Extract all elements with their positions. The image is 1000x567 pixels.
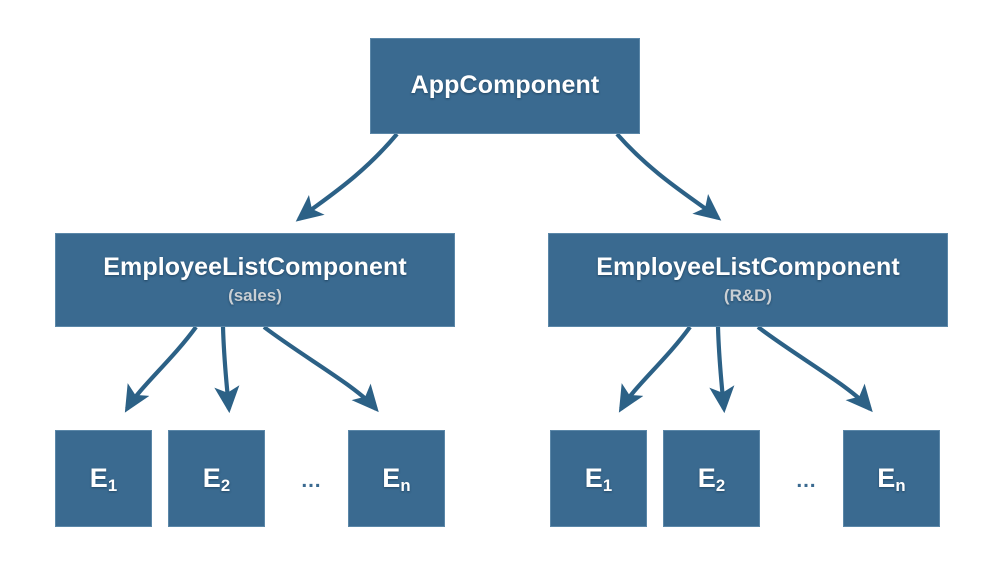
node-employee-list-component-sales-subtitle: (sales): [228, 285, 282, 305]
edge-list-left-to-leaf-n: [262, 325, 379, 413]
edge-root-to-list-left: [295, 132, 399, 222]
node-employee-leaf-rnd-n-label: En: [877, 462, 906, 495]
employee-letter: E: [697, 462, 716, 493]
employee-index: n: [895, 476, 906, 495]
node-employee-list-component-rnd-subtitle: (R&D): [723, 285, 773, 305]
node-app-component[interactable]: AppComponent: [370, 38, 640, 134]
node-employee-leaf-sales-n-label: En: [382, 462, 411, 495]
node-employee-list-component-rnd[interactable]: EmployeeListComponent (R&D): [548, 233, 948, 327]
node-employee-leaf-rnd-n[interactable]: En: [843, 430, 940, 527]
employee-letter: E: [877, 462, 896, 493]
node-employee-list-component-rnd-label: EmployeeListComponent: [596, 253, 900, 282]
employee-index: 1: [602, 476, 613, 495]
ellipsis-rnd: …: [795, 469, 819, 492]
node-employee-leaf-rnd-2[interactable]: E2: [663, 430, 760, 527]
edge-list-right-to-leaf-n: [756, 325, 873, 413]
employee-letter: E: [382, 462, 401, 493]
node-employee-leaf-sales-1[interactable]: E1: [55, 430, 152, 527]
edge-list-right-to-leaf-2: [709, 326, 735, 414]
node-employee-leaf-rnd-2-label: E2: [697, 462, 726, 495]
node-employee-leaf-sales-2-label: E2: [202, 462, 231, 495]
employee-index: 2: [220, 476, 231, 495]
employee-index: 1: [107, 476, 118, 495]
employee-letter: E: [89, 462, 108, 493]
employee-letter: E: [202, 462, 221, 493]
node-app-component-label: AppComponent: [410, 71, 600, 100]
node-employee-leaf-sales-n[interactable]: En: [348, 430, 445, 527]
node-employee-list-component-sales[interactable]: EmployeeListComponent (sales): [55, 233, 455, 327]
edge-list-right-to-leaf-1: [618, 325, 692, 413]
node-employee-leaf-sales-2[interactable]: E2: [168, 430, 265, 527]
node-employee-leaf-rnd-1-label: E1: [584, 462, 613, 495]
employee-index: 2: [715, 476, 726, 495]
ellipsis-sales: …: [300, 469, 324, 492]
edge-list-left-to-leaf-1: [124, 325, 198, 413]
node-employee-leaf-sales-1-label: E1: [89, 462, 118, 495]
node-employee-list-component-sales-label: EmployeeListComponent: [103, 253, 407, 282]
edge-list-left-to-leaf-2: [214, 326, 240, 414]
node-employee-leaf-rnd-1[interactable]: E1: [550, 430, 647, 527]
employee-letter: E: [584, 462, 603, 493]
edge-root-to-list-right: [615, 132, 722, 221]
employee-index: n: [400, 476, 411, 495]
